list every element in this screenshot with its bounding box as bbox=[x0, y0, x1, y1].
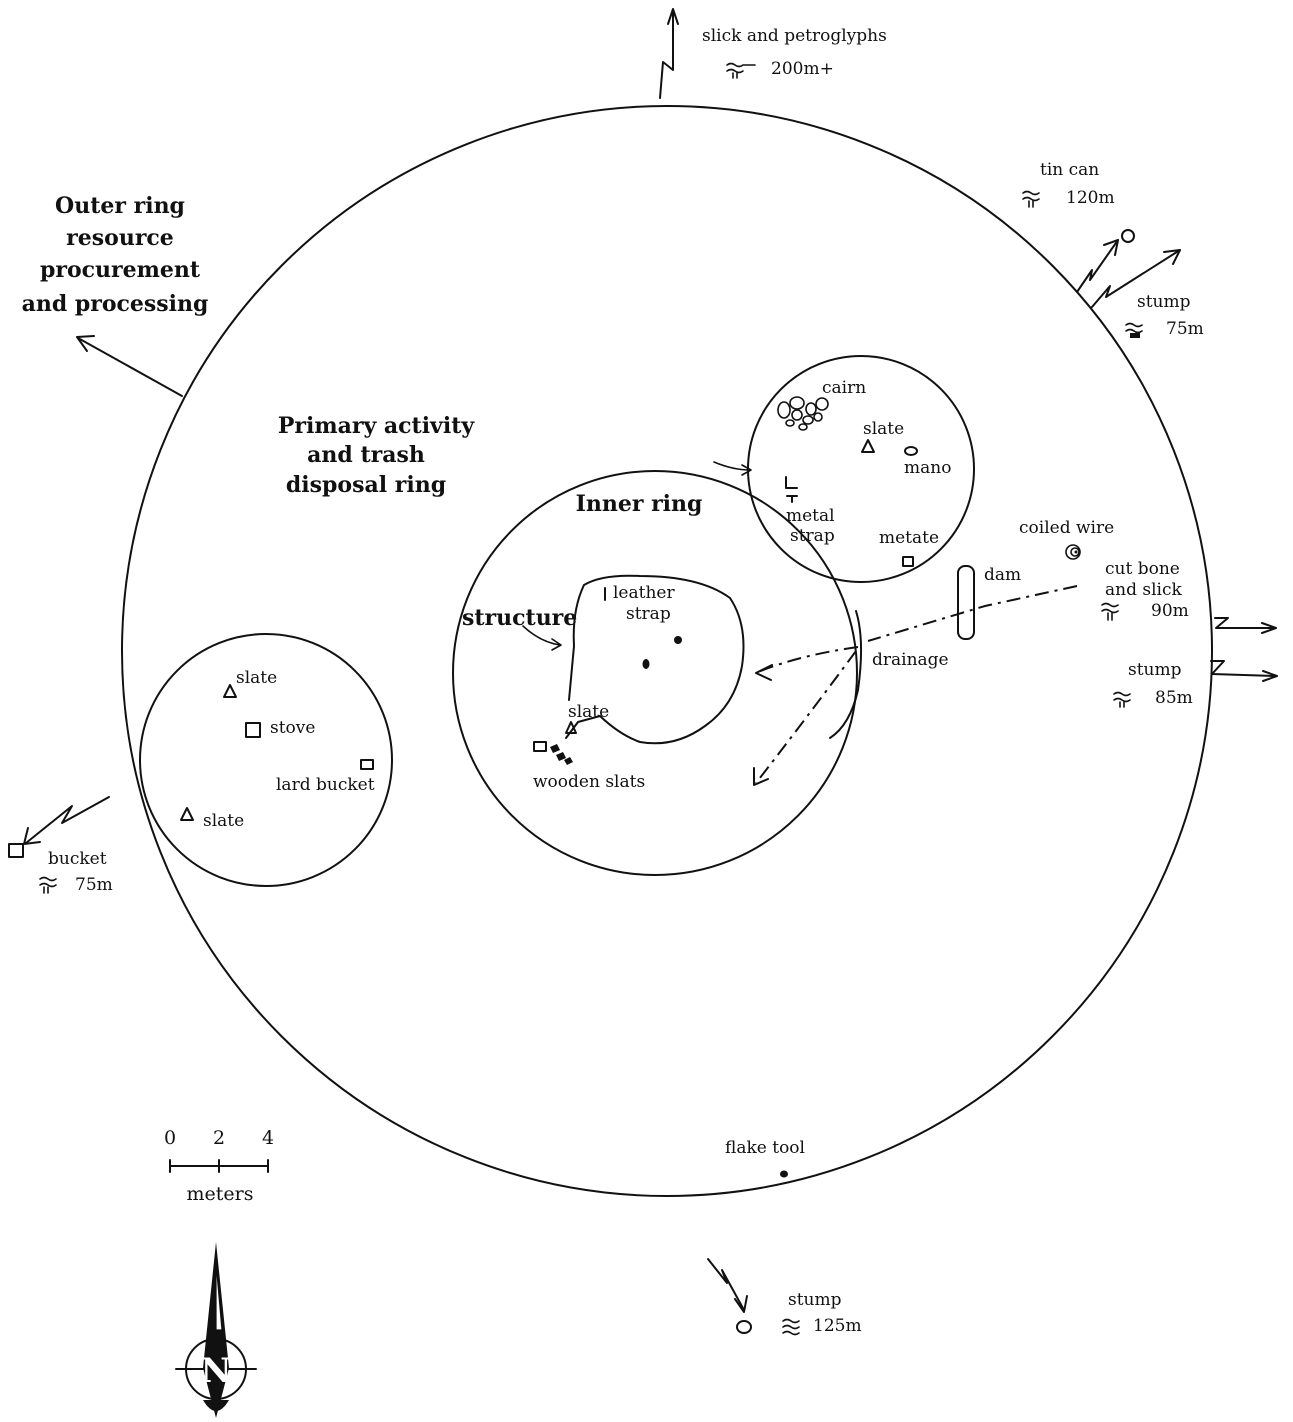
outer-ring-circle bbox=[121, 105, 1213, 1197]
ne-cluster-pointer bbox=[713, 461, 751, 471]
tin-can-distance: 120m bbox=[1066, 188, 1115, 208]
distance-symbol-icon bbox=[726, 62, 756, 79]
slate-triangle-west-bottom bbox=[180, 807, 194, 821]
distance-symbol-icon bbox=[1113, 691, 1131, 708]
svg-text:Outer ring: Outer ring bbox=[55, 193, 185, 219]
bucket-label: bucket bbox=[48, 849, 107, 869]
structure-outline bbox=[565, 574, 745, 745]
inner-ring-circle bbox=[452, 470, 858, 876]
scale-tick-0: 0 bbox=[164, 1127, 176, 1149]
slate-west-top-label: slate bbox=[236, 668, 277, 688]
scale-bar: 0 2 4 meters bbox=[164, 1127, 274, 1205]
svg-text:and processing: and processing bbox=[22, 291, 209, 317]
cut-bone-arrow bbox=[1214, 617, 1277, 634]
wooden-slats-icon bbox=[533, 741, 573, 765]
outer-ring-label: Outer ring resource procurement and proc… bbox=[22, 193, 209, 317]
svg-text:Primary activity: Primary activity bbox=[278, 413, 476, 439]
primary-ring-label: Primary activity and trash disposal ring bbox=[278, 413, 476, 498]
metal-strap-label: metal bbox=[786, 506, 835, 526]
coiled-wire-icon bbox=[1065, 544, 1081, 560]
slate-structure-label: slate bbox=[568, 702, 609, 722]
west-cluster-circle bbox=[139, 633, 393, 887]
lard-bucket-mark bbox=[360, 759, 374, 770]
stove-mark bbox=[245, 722, 261, 738]
metate-label: metate bbox=[879, 528, 939, 548]
stump-e-distance: 85m bbox=[1155, 688, 1193, 708]
scale-tick-2: 2 bbox=[213, 1127, 225, 1149]
distance-symbol-icon bbox=[39, 876, 57, 894]
stump-ne-distance: 75m bbox=[1166, 319, 1204, 339]
svg-text:resource: resource bbox=[66, 225, 174, 251]
drainage-channel bbox=[829, 610, 863, 739]
dam-shape bbox=[957, 565, 975, 640]
slate-triangle-structure bbox=[565, 721, 577, 734]
svg-text:and trash: and trash bbox=[307, 442, 425, 468]
lard-bucket-label: lard bucket bbox=[276, 775, 375, 795]
stump-ne-label: stump bbox=[1137, 292, 1191, 312]
bucket-arrow bbox=[8, 796, 110, 858]
stump-s-label: stump bbox=[788, 1290, 842, 1310]
flake-tool-mark bbox=[780, 1170, 788, 1178]
wooden-slats-label: wooden slats bbox=[533, 772, 645, 792]
stove-label: stove bbox=[270, 718, 315, 738]
scale-unit: meters bbox=[187, 1183, 254, 1205]
drainage-flow-south bbox=[755, 650, 857, 784]
cut-bone-distance: 90m bbox=[1151, 601, 1189, 621]
outer-ring-arrow bbox=[76, 335, 183, 397]
leather-strap-label: leather bbox=[613, 583, 675, 603]
slick-symbol-icon bbox=[1101, 602, 1119, 621]
slate-west-bottom-label: slate bbox=[203, 811, 244, 831]
metal-strap-label-2: strap bbox=[790, 526, 835, 546]
mano-label: mano bbox=[904, 458, 951, 478]
leather-strap-label-2: strap bbox=[626, 604, 671, 624]
svg-text:procurement: procurement bbox=[40, 257, 201, 283]
north-arrow-icon: N bbox=[175, 1242, 257, 1418]
tin-can-arrow bbox=[1076, 229, 1135, 293]
bucket-distance: 75m bbox=[75, 875, 113, 895]
inner-ring-label: Inner ring bbox=[576, 491, 703, 517]
mano-mark bbox=[904, 446, 918, 456]
metal-strap-icon bbox=[785, 476, 798, 503]
scale-tick-4: 4 bbox=[262, 1127, 274, 1149]
distance-symbol-icon bbox=[1022, 190, 1040, 208]
drainage-flow-line bbox=[867, 585, 1078, 642]
petroglyphs-distance: 200m+ bbox=[771, 59, 834, 79]
cairn-stones-icon bbox=[777, 396, 829, 431]
dam-label: dam bbox=[984, 565, 1021, 585]
slate-ne-label: slate bbox=[863, 419, 904, 439]
slate-triangle-ne bbox=[861, 439, 875, 453]
cut-bone-label-2: and slick bbox=[1105, 580, 1182, 600]
stump-s-distance: 125m bbox=[813, 1316, 862, 1336]
tin-can-label: tin can bbox=[1040, 160, 1099, 180]
cairn-label: cairn bbox=[822, 378, 866, 398]
slate-triangle-west-top bbox=[223, 684, 237, 698]
distance-symbol-icon bbox=[1125, 322, 1143, 338]
flake-tool-label: flake tool bbox=[725, 1138, 805, 1158]
distance-symbol-icon bbox=[782, 1318, 800, 1336]
metate-mark bbox=[902, 556, 914, 567]
post-hole bbox=[674, 636, 682, 644]
stump-e-arrow bbox=[1210, 660, 1278, 682]
structure-label: structure bbox=[462, 605, 577, 631]
petroglyphs-label: slick and petroglyphs bbox=[702, 26, 887, 46]
stump-e-label: stump bbox=[1128, 660, 1182, 680]
stump-s-arrow bbox=[707, 1258, 752, 1334]
petroglyphs-arrow bbox=[659, 8, 679, 99]
svg-text:disposal ring: disposal ring bbox=[286, 472, 446, 498]
coiled-wire-label: coiled wire bbox=[1019, 518, 1114, 538]
post-hole bbox=[642, 659, 650, 669]
north-letter: N bbox=[200, 1351, 231, 1391]
cut-bone-label: cut bone bbox=[1105, 559, 1180, 579]
drainage-label: drainage bbox=[872, 650, 949, 670]
stump-ne-arrow bbox=[1091, 249, 1181, 308]
